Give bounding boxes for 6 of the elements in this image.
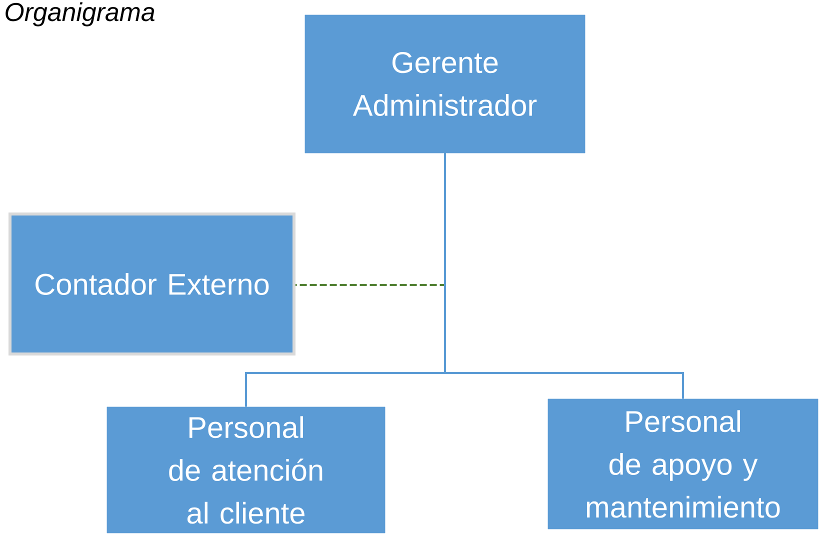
connector-line xyxy=(444,153,684,399)
org-box: Personal de apoyo y mantenimiento xyxy=(548,398,818,530)
org-box: Personal de atención al cliente xyxy=(106,406,386,534)
title: Organigrama xyxy=(6,2,154,26)
org-box: Gerente Administrador xyxy=(304,14,586,154)
org-box: Contador Externo xyxy=(8,212,296,356)
